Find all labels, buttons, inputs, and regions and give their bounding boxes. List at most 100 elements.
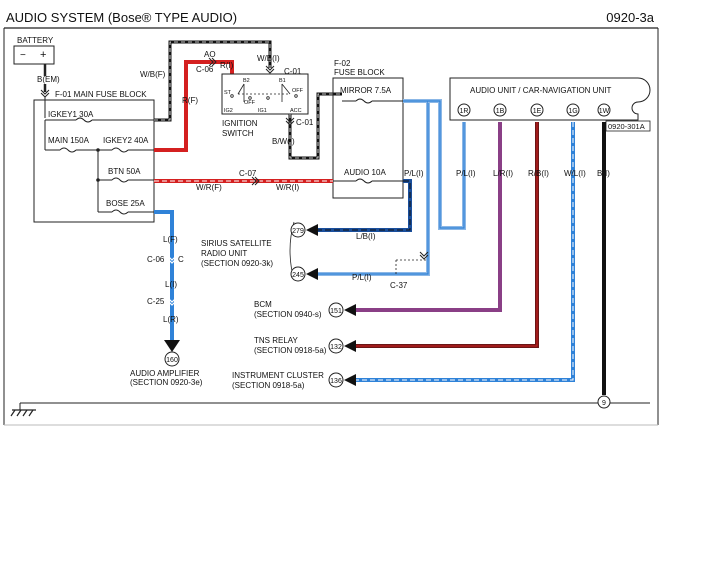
wire-label-lf: L(F) [163, 235, 178, 244]
audio-pin-1e: 1E [530, 103, 544, 117]
ign-pos-off2: OFF [292, 88, 304, 94]
ignition-switch-title-2: SWITCH [222, 129, 254, 138]
bcm-pin-ref: 151 [330, 308, 342, 315]
main-fuse-block-title: F-01 MAIN FUSE BLOCK [55, 90, 147, 99]
tns-pin-ref: 132 [330, 344, 342, 351]
audio-unit [449, 77, 651, 121]
cluster-pin-circle [328, 372, 344, 388]
fuse-mirror-icon [355, 98, 373, 104]
fuse-igkey1-icon [75, 117, 93, 123]
sirius-label-2: RADIO UNIT [201, 249, 247, 258]
wire-label-ao: AO [204, 50, 216, 59]
svg-text:1W: 1W [599, 108, 610, 115]
svg-text:1B: 1B [496, 108, 505, 115]
tns-label-2: (SECTION 0918-5a) [254, 346, 327, 355]
cluster-label-1: INSTRUMENT CLUSTER [232, 371, 324, 380]
wire-label-wri: W/R(I) [276, 183, 299, 192]
audio-pin-1r: 1R [457, 103, 471, 117]
connector-c06-icon [208, 57, 217, 67]
sirius-pin-ref-1: 279 [292, 228, 304, 235]
battery-plus: + [40, 49, 46, 61]
b-em-connector-label: B(EM) [37, 75, 60, 84]
wire-label-pli-b: P/L(I) [456, 169, 476, 178]
fuse-igkey2-label: IGKEY2 40A [103, 136, 149, 145]
connector-label-c25: C-25 [147, 297, 165, 306]
connector-label-c37: C-37 [390, 281, 408, 290]
wire-lf [154, 210, 174, 340]
wire-label-wrf: W/R(F) [196, 183, 222, 192]
amp-label-1: AUDIO AMPLIFIER [130, 369, 200, 378]
connector-c01-icon [265, 65, 275, 74]
bcm-label-1: BCM [254, 300, 272, 309]
wire-rbi [356, 122, 539, 348]
fuse-bose-icon [111, 209, 129, 215]
ign-pos-st: ST [224, 90, 232, 96]
connector-label-c06-mid: C-06 [147, 255, 165, 264]
main-fuse-block [33, 99, 155, 223]
wire-label-ri: R(I) [220, 61, 234, 70]
ignition-switch-contacts-icon [230, 83, 298, 102]
fuse-block-f02-title-2: FUSE BLOCK [334, 68, 385, 77]
section-code: 0920-3a [606, 10, 654, 25]
wire-label-lr: L(R) [163, 315, 179, 324]
connector-label-c01-bottom: C-01 [296, 118, 314, 127]
connector-c01-bottom-icon [285, 117, 295, 126]
page-title: AUDIO SYSTEM (Bose® TYPE AUDIO) [6, 10, 238, 25]
arrow-left-icon [306, 224, 318, 236]
fuse-block-f02-title-1: F-02 [334, 59, 351, 68]
wire-label-lbi: L/B(I) [356, 232, 376, 241]
fuse-bose-label: BOSE 25A [106, 199, 145, 208]
arrow-left-icon [344, 340, 356, 352]
fuse-audio-icon [355, 178, 373, 184]
bcm-pin-circle [328, 302, 344, 318]
amp-pin-ref: 160 [166, 357, 178, 364]
connector-c37-icon [419, 251, 429, 260]
fuse-audio-label: AUDIO 10A [344, 168, 386, 177]
ign-pos-off1: OFF [244, 100, 256, 106]
connector-c06-mid-icon [167, 255, 177, 264]
connector-c25-icon [167, 297, 177, 306]
wire-label-wli: W/L(I) [564, 169, 586, 178]
fuse-btn-label: BTN 50A [108, 167, 141, 176]
wire-lri [356, 122, 502, 312]
ground-symbol [10, 409, 36, 417]
ign-pos-b1: B1 [279, 78, 286, 84]
cluster-pin-ref: 136 [330, 378, 342, 385]
connector-label-c06-top: C-06 [196, 65, 214, 74]
fuse-main-label: MAIN 150A [48, 136, 90, 145]
tns-pin-circle [328, 338, 344, 354]
tns-label-1: TNS RELAY [254, 336, 299, 345]
wire-label-rf: R(F) [182, 96, 198, 105]
wire-lbi [318, 179, 412, 232]
amp-pin-circle [164, 351, 180, 367]
sirius-label-3: (SECTION 0920-3k) [201, 259, 273, 268]
bcm-label-2: (SECTION 0940-s) [254, 310, 322, 319]
connector-label-c01: C-01 [284, 67, 302, 76]
svg-text:1E: 1E [533, 108, 542, 115]
fuse-igkey2-icon [111, 147, 129, 153]
arrow-left-icon [306, 268, 318, 280]
sirius-pin-ref-2: 245 [292, 272, 304, 279]
arrow-left-icon [344, 374, 356, 386]
wire-label-pli-c: P/L(I) [352, 273, 372, 282]
fuse-btn-icon [111, 177, 129, 183]
arrow-down-icon [164, 340, 180, 352]
audio-unit-title: AUDIO UNIT / CAR-NAVIGATION UNIT [470, 86, 611, 95]
sirius-pin-circle-2 [290, 266, 306, 282]
connector-c07-icon [251, 176, 260, 186]
audio-unit-connector: 0920-301A [608, 122, 645, 131]
amp-label-2: (SECTION 0920-3e) [130, 378, 203, 387]
svg-text:1G: 1G [568, 108, 577, 115]
wire-rf [154, 60, 234, 152]
ign-pos-acc: ACC [290, 108, 302, 114]
battery-minus: − [20, 50, 26, 61]
connector-c-label: C [178, 255, 184, 264]
ign-pos-ig2: IG2 [224, 108, 233, 114]
arrow-left-icon [344, 304, 356, 316]
audio-pin-1w: 1W [597, 103, 611, 117]
wire-label-pli-a: P/L(I) [404, 169, 424, 178]
wire-label-wbi: W/B(I) [257, 54, 280, 63]
wire-label-bwi: B/W(I) [272, 137, 295, 146]
